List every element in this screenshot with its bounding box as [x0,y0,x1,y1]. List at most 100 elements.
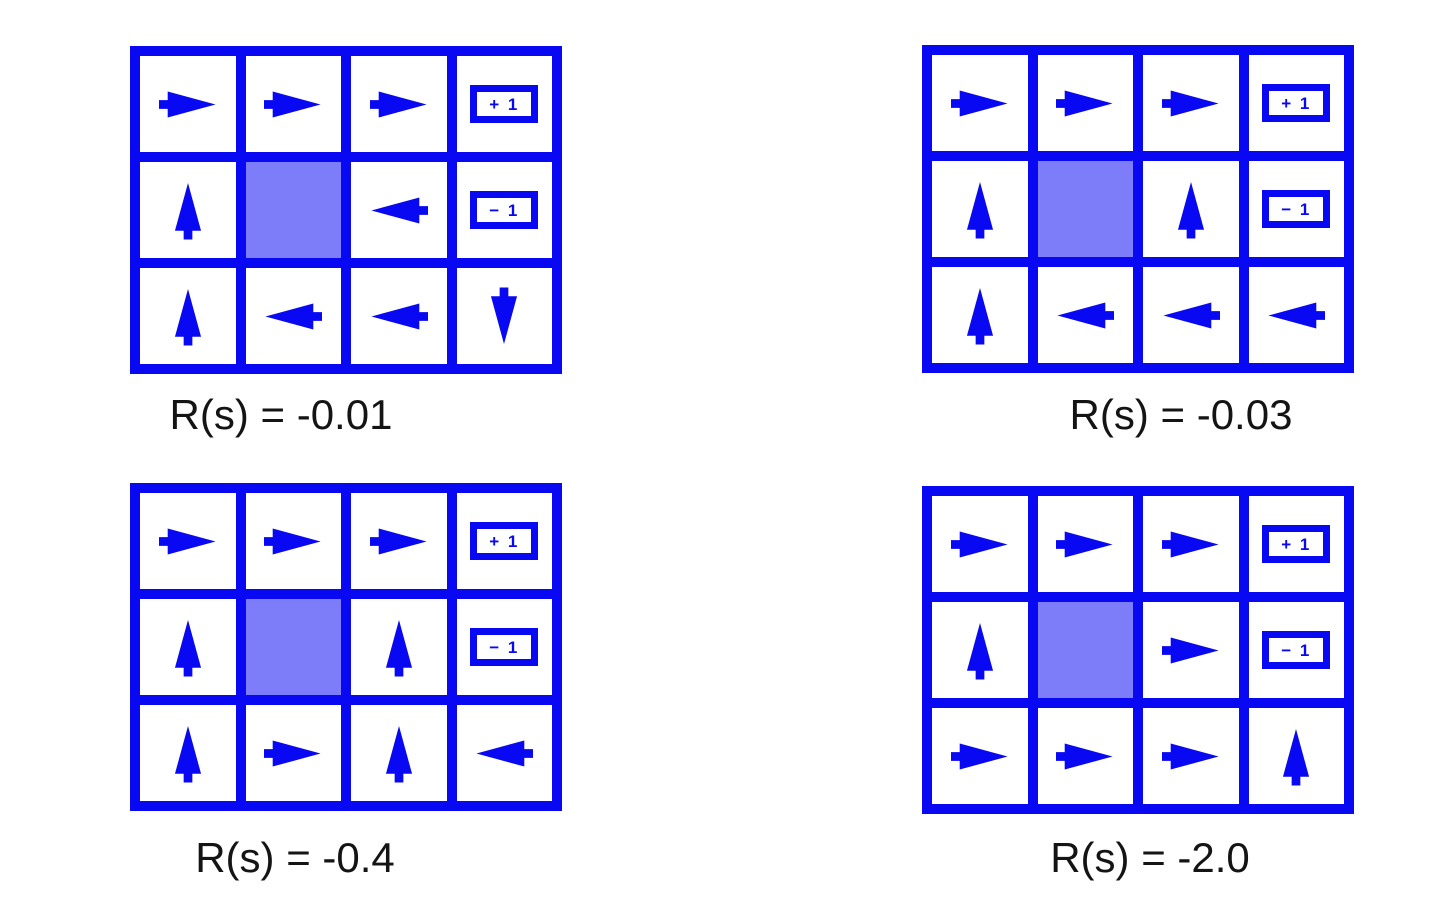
left-arrow-icon [1163,301,1220,329]
terminal-reward-label: − 1 [1281,640,1312,660]
policy-cell-left [456,705,552,801]
policy-cell-up [140,268,236,364]
policy-cell-right [1143,55,1239,151]
policy-cell-right [1037,55,1133,151]
right-arrow-icon [950,89,1008,117]
policy-cell-up [932,602,1028,698]
terminal-cell-minus-1: − 1 [1248,602,1344,698]
policy-cell-right [1143,602,1239,698]
down-arrow-icon [491,287,518,344]
left-arrow-icon [1057,301,1115,329]
up-arrow-icon [174,619,201,676]
policy-cell-left [1248,267,1344,363]
right-arrow-icon [264,739,321,767]
right-arrow-icon [1161,530,1219,558]
wall-cell [1037,161,1133,257]
right-arrow-icon [264,527,321,555]
wall-cell [245,162,341,258]
reward-label-r-0.4: R(s) = -0.4 [195,834,395,881]
policy-cell-right [932,496,1028,592]
left-arrow-icon [371,302,428,330]
plus-1-box: + 1 [1262,84,1331,122]
policy-cell-up [932,161,1028,257]
right-arrow-icon [264,90,321,118]
policy-cell-down [456,268,552,364]
policy-cell-left [351,268,447,364]
right-arrow-icon [369,90,427,118]
policy-cell-up [932,267,1028,363]
policy-cell-right [1037,496,1133,592]
right-arrow-icon [369,527,427,555]
terminal-reward-label: − 1 [489,200,520,220]
right-arrow-icon [1056,89,1113,117]
left-arrow-icon [371,196,428,224]
reward-label-r-0.03: R(s) = -0.03 [1069,391,1293,438]
policy-cell-right [1037,708,1133,804]
up-arrow-icon [174,288,201,345]
plus-1-box: + 1 [1262,525,1331,563]
left-arrow-icon [265,302,323,330]
right-arrow-icon [950,530,1008,558]
policy-cell-up [140,162,236,258]
terminal-reward-label: + 1 [1281,534,1312,554]
plus-1-box: + 1 [470,85,539,123]
terminal-reward-label: − 1 [489,637,520,657]
policy-cell-left [1037,267,1133,363]
up-arrow-icon [174,725,201,782]
gridworld-policy-grid-r-2.0: + 1 − 1 [922,486,1354,814]
terminal-cell-plus-1: + 1 [456,56,552,152]
reward-label-r-0.01: R(s) = -0.01 [169,391,393,438]
right-arrow-icon [1161,742,1219,770]
right-arrow-icon [950,742,1008,770]
policy-cell-up [140,599,236,695]
gridworld-policy-grid-r-0.01: + 1 − 1 [130,46,562,374]
up-arrow-icon [966,287,993,344]
right-arrow-icon [1056,742,1113,770]
policy-cell-up [140,705,236,801]
minus-1-box: − 1 [470,628,539,666]
policy-cell-up [1248,708,1344,804]
terminal-reward-label: + 1 [489,94,520,114]
reward-label-r-2.0: R(s) = -2.0 [1050,834,1250,881]
minus-1-box: − 1 [1262,631,1331,669]
policy-cell-left [245,268,341,364]
terminal-reward-label: + 1 [1281,93,1312,113]
terminal-reward-label: − 1 [1281,199,1312,219]
wall-cell [1037,602,1133,698]
terminal-reward-label: + 1 [489,531,520,551]
terminal-cell-plus-1: + 1 [1248,55,1344,151]
policy-cell-up [351,599,447,695]
terminal-cell-plus-1: + 1 [456,493,552,589]
policy-cell-left [351,162,447,258]
gridworld-policy-grid-r-0.03: + 1 − 1 [922,45,1354,373]
right-arrow-icon [158,527,216,555]
terminal-cell-plus-1: + 1 [1248,496,1344,592]
left-arrow-icon [476,739,534,767]
policy-cell-right [245,56,341,152]
policy-cell-right [140,493,236,589]
up-arrow-icon [1283,728,1310,785]
right-arrow-icon [158,90,216,118]
up-arrow-icon [1177,181,1204,238]
policy-cell-up [351,705,447,801]
wall-cell [245,599,341,695]
policy-cell-right [140,56,236,152]
policy-cell-right [932,55,1028,151]
policy-cell-up [1143,161,1239,257]
right-arrow-icon [1056,530,1113,558]
up-arrow-icon [385,619,412,676]
gridworld-policy-grid-r-0.4: + 1 − 1 [130,483,562,811]
minus-1-box: − 1 [470,191,539,229]
terminal-cell-minus-1: − 1 [456,599,552,695]
up-arrow-icon [966,622,993,679]
policy-cell-right [1143,496,1239,592]
policy-cell-left [1143,267,1239,363]
minus-1-box: − 1 [1262,190,1331,228]
left-arrow-icon [1268,301,1326,329]
right-arrow-icon [1161,89,1219,117]
policy-cell-right [932,708,1028,804]
policy-cell-right [351,56,447,152]
up-arrow-icon [174,182,201,239]
plus-1-box: + 1 [470,522,539,560]
policy-cell-right [1143,708,1239,804]
